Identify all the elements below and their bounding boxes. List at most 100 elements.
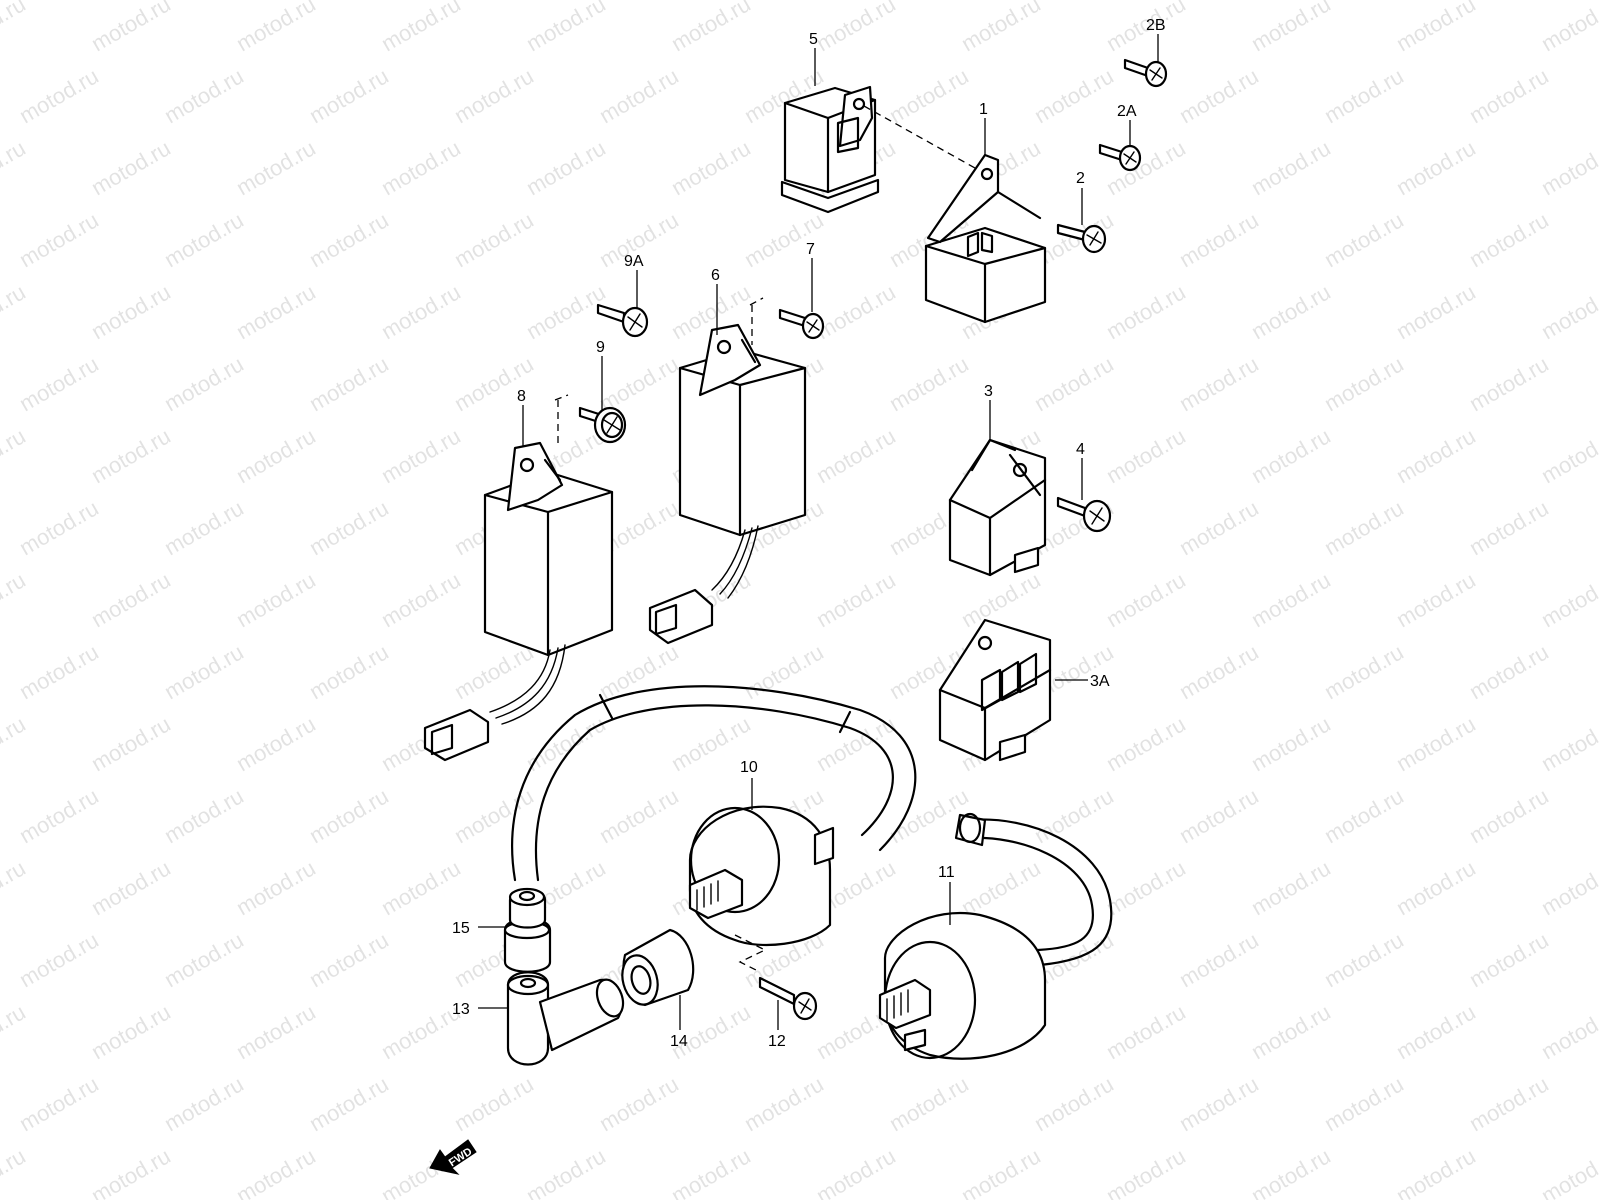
part-13-plug-cap[interactable] bbox=[506, 971, 628, 1066]
watermark-text: motod.ru bbox=[160, 1071, 248, 1136]
watermark-text: motod.ru bbox=[1320, 63, 1408, 128]
watermark-text: motod.ru bbox=[1102, 423, 1190, 488]
part-1-bracket-relay[interactable] bbox=[924, 153, 1047, 324]
watermark-text: motod.ru bbox=[1537, 423, 1600, 488]
watermark-text: motod.ru bbox=[1392, 1143, 1480, 1200]
watermark-text: motod.ru bbox=[595, 1071, 683, 1136]
watermark-text: motod.ru bbox=[1175, 63, 1263, 128]
callout-2A: 2A bbox=[1117, 103, 1137, 120]
watermark-text: motod.ru bbox=[232, 1143, 320, 1200]
watermark-text: motod.ru bbox=[1247, 567, 1335, 632]
watermark-text: motod.ru bbox=[0, 711, 30, 776]
watermark-text: motod.ru bbox=[1392, 855, 1480, 920]
watermark-text: motod.ru bbox=[885, 1071, 973, 1136]
watermark-text: motod.ru bbox=[1175, 1071, 1263, 1136]
watermark-text: motod.ru bbox=[522, 711, 610, 776]
watermark-text: motod.ru bbox=[1247, 423, 1335, 488]
callout-10: 10 bbox=[740, 759, 758, 776]
part-2B-screw[interactable] bbox=[1123, 58, 1168, 88]
watermark-text: motod.ru bbox=[232, 423, 320, 488]
watermark-text: motod.ru bbox=[1392, 0, 1480, 56]
watermark-text: motod.ru bbox=[1102, 1143, 1190, 1200]
watermark-text: motod.ru bbox=[160, 927, 248, 992]
watermark-text: motod.ru bbox=[1392, 279, 1480, 344]
watermark-text: motod.ru bbox=[740, 207, 828, 272]
watermark-text: motod.ru bbox=[0, 423, 30, 488]
part-2A-screw[interactable] bbox=[1098, 143, 1142, 172]
watermark-text: motod.ru bbox=[1102, 279, 1190, 344]
callout-2: 2 bbox=[1076, 170, 1085, 187]
watermark-text: motod.ru bbox=[377, 423, 465, 488]
watermark-text: motod.ru bbox=[1320, 351, 1408, 416]
watermark-text: motod.ru bbox=[0, 0, 30, 56]
watermark-text: motod.ru bbox=[0, 279, 30, 344]
watermark-text: motod.ru bbox=[1465, 927, 1553, 992]
callout-14: 14 bbox=[670, 1033, 688, 1050]
watermark-text: motod.ru bbox=[87, 567, 175, 632]
part-12-screw[interactable] bbox=[758, 976, 818, 1021]
watermark-text: motod.ru bbox=[305, 1071, 393, 1136]
watermark-text: motod.ru bbox=[740, 1071, 828, 1136]
watermark-text: motod.ru bbox=[305, 351, 393, 416]
part-4-screw[interactable] bbox=[1056, 496, 1112, 533]
watermark-text: motod.ru bbox=[1465, 351, 1553, 416]
watermark-text: motod.ru bbox=[305, 495, 393, 560]
watermark-text: motod.ru bbox=[87, 423, 175, 488]
watermark-text: motod.ru bbox=[15, 1071, 103, 1136]
callout-6: 6 bbox=[711, 267, 720, 284]
part-3-regulator[interactable] bbox=[948, 438, 1047, 577]
part-14-boot[interactable] bbox=[617, 928, 695, 1009]
watermark-text: motod.ru bbox=[160, 639, 248, 704]
callout-2B: 2B bbox=[1146, 17, 1166, 34]
watermark-text: motod.ru bbox=[595, 351, 683, 416]
watermark-text: motod.ru bbox=[1320, 495, 1408, 560]
watermark-text: motod.ru bbox=[232, 567, 320, 632]
callout-9: 9 bbox=[596, 339, 605, 356]
watermark-text: motod.ru bbox=[377, 855, 465, 920]
callout-7: 7 bbox=[806, 241, 815, 258]
watermark-text: motod.ru bbox=[87, 855, 175, 920]
watermark-text: motod.ru bbox=[0, 855, 30, 920]
part-8-cdi-unit[interactable] bbox=[423, 441, 614, 762]
part-10-ignition-coil[interactable] bbox=[511, 685, 917, 973]
part-2-screw[interactable] bbox=[1056, 223, 1107, 254]
watermark-text: motod.ru bbox=[0, 999, 30, 1064]
watermark-text: motod.ru bbox=[305, 63, 393, 128]
watermark-text: motod.ru bbox=[1030, 63, 1118, 128]
watermark-text: motod.ru bbox=[87, 711, 175, 776]
watermark-text: motod.ru bbox=[160, 495, 248, 560]
watermark-text: motod.ru bbox=[522, 0, 610, 56]
watermark-text: motod.ru bbox=[160, 783, 248, 848]
watermark-text: motod.ru bbox=[15, 495, 103, 560]
watermark-text: motod.ru bbox=[1537, 567, 1600, 632]
watermark-text: motod.ru bbox=[957, 1143, 1045, 1200]
part-7-screw[interactable] bbox=[778, 308, 825, 340]
part-9-screw[interactable] bbox=[578, 406, 627, 444]
watermark-text: motod.ru bbox=[232, 279, 320, 344]
callout-11: 11 bbox=[938, 864, 955, 881]
part-15-cap[interactable] bbox=[503, 887, 552, 973]
watermark-text: motod.ru bbox=[1320, 639, 1408, 704]
watermark-text: motod.ru bbox=[1465, 207, 1553, 272]
watermark-text: motod.ru bbox=[957, 855, 1045, 920]
watermark-text: motod.ru bbox=[1465, 495, 1553, 560]
watermark-text: motod.ru bbox=[305, 783, 393, 848]
watermark-text: motod.ru bbox=[812, 0, 900, 56]
part-9A-screw[interactable] bbox=[596, 303, 649, 338]
callout-leaders bbox=[478, 34, 1159, 1030]
watermark-text: motod.ru bbox=[1537, 279, 1600, 344]
part-5-relay[interactable] bbox=[780, 85, 880, 214]
watermark-text: motod.ru bbox=[15, 639, 103, 704]
watermark-text: motod.ru bbox=[1102, 567, 1190, 632]
watermark-text: motod.ru bbox=[1247, 279, 1335, 344]
watermark-text: motod.ru bbox=[450, 207, 538, 272]
watermark-text: motod.ru bbox=[450, 783, 538, 848]
watermark-text: motod.ru bbox=[1465, 63, 1553, 128]
part-11-ignition-coil[interactable] bbox=[878, 812, 1113, 1060]
watermark-text: motod.ru bbox=[1320, 1071, 1408, 1136]
watermark-text: motod.ru bbox=[305, 639, 393, 704]
part-3A-rectifier[interactable] bbox=[938, 618, 1052, 762]
part-6-cdi-unit[interactable] bbox=[648, 323, 807, 645]
watermark-text: motod.ru bbox=[812, 423, 900, 488]
